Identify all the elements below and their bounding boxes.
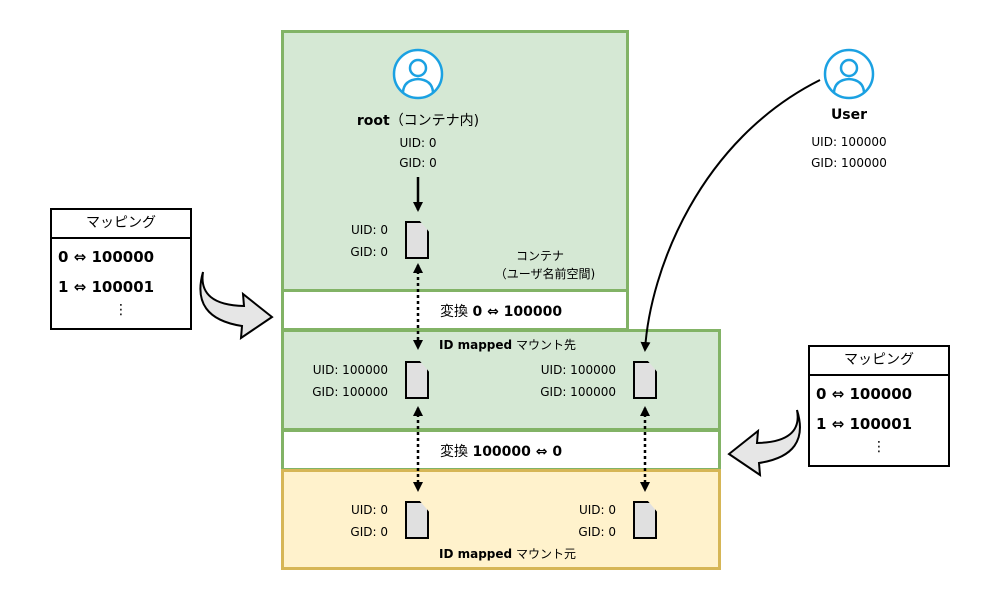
legend-left-title: マッピング [52,210,190,239]
mapped-mount-title: ID mapped マウント先 [439,337,576,353]
host-user-name: User [830,107,868,123]
mapped-mount-label-rest: マウント先 [515,338,576,352]
root-label: root [356,113,390,129]
host-user-icon [823,48,875,100]
file-icon-mapped-right [633,361,657,399]
mapping-legend-left: マッピング 0 ⇔ 100000 1 ⇔ 100001 ⋮ [50,208,192,330]
mapped-left-uid: UID: 100000 [312,363,388,377]
file-icon-container [405,221,429,259]
legend-left-ellipsis: ⋮ [114,302,128,318]
mapping-legend-right: マッピング 0 ⇔ 100000 1 ⇔ 100001 ⋮ [808,345,950,467]
source-right-uid: UID: 0 [578,503,616,517]
root-title: root（コンテナ内) [318,110,518,130]
file-icon-source-right [633,501,657,539]
root-user-icon [392,48,444,100]
source-right-gid: GID: 0 [578,525,616,539]
source-mount-title: ID mapped マウント元 [439,546,576,562]
conversion-bottom-label: 変換 100000 ⇔ 0 [440,441,562,461]
legend-right-ellipsis: ⋮ [872,439,886,455]
curved-arrow-icon-left [199,271,274,341]
container-file-gid: GID: 0 [350,245,388,259]
namespace-label-2: （ユーザ名前空間) [494,267,596,281]
mapped-mount-label-bold: ID mapped [439,338,513,352]
file-icon-source-left [405,501,429,539]
user-access-arrow [640,79,821,352]
mapped-right-gid: GID: 100000 [540,385,616,399]
legend-right-row-1: 0 ⇔ 100000 [816,385,913,403]
host-user-uid: UID: 100000 [811,135,887,149]
legend-right-row-2: 1 ⇔ 100001 [816,415,913,433]
conversion-bottom-mapping: 100000 ⇔ 0 [472,444,563,460]
file-icon-mapped-left [405,361,429,399]
conversion-bottom-prefix: 変換 [440,444,468,460]
namespace-label-1: コンテナ [515,249,564,263]
conversion-top-prefix: 変換 [440,304,468,320]
mapped-right-uid: UID: 100000 [540,363,616,377]
conversion-top-label: 変換 0 ⇔ 100000 [440,301,562,321]
source-mount-label-bold: ID mapped [439,547,513,561]
root-suffix: （コンテナ内) [389,113,480,129]
source-left-gid: GID: 0 [350,525,388,539]
mapped-left-gid: GID: 100000 [312,385,388,399]
root-uid: UID: 0 [399,136,437,150]
legend-right-title: マッピング [810,347,948,376]
container-file-uid: UID: 0 [350,223,388,237]
source-left-uid: UID: 0 [350,503,388,517]
legend-left-row-1: 0 ⇔ 100000 [58,248,155,266]
root-gid: GID: 0 [399,156,437,170]
curved-arrow-icon-right [727,409,801,478]
legend-left-row-2: 1 ⇔ 100001 [58,278,155,296]
container-region [281,30,629,292]
conversion-band-top [281,289,629,331]
source-mount-label-rest: マウント元 [515,547,576,561]
conversion-top-mapping: 0 ⇔ 100000 [472,304,563,320]
host-user-gid: GID: 100000 [811,156,887,170]
